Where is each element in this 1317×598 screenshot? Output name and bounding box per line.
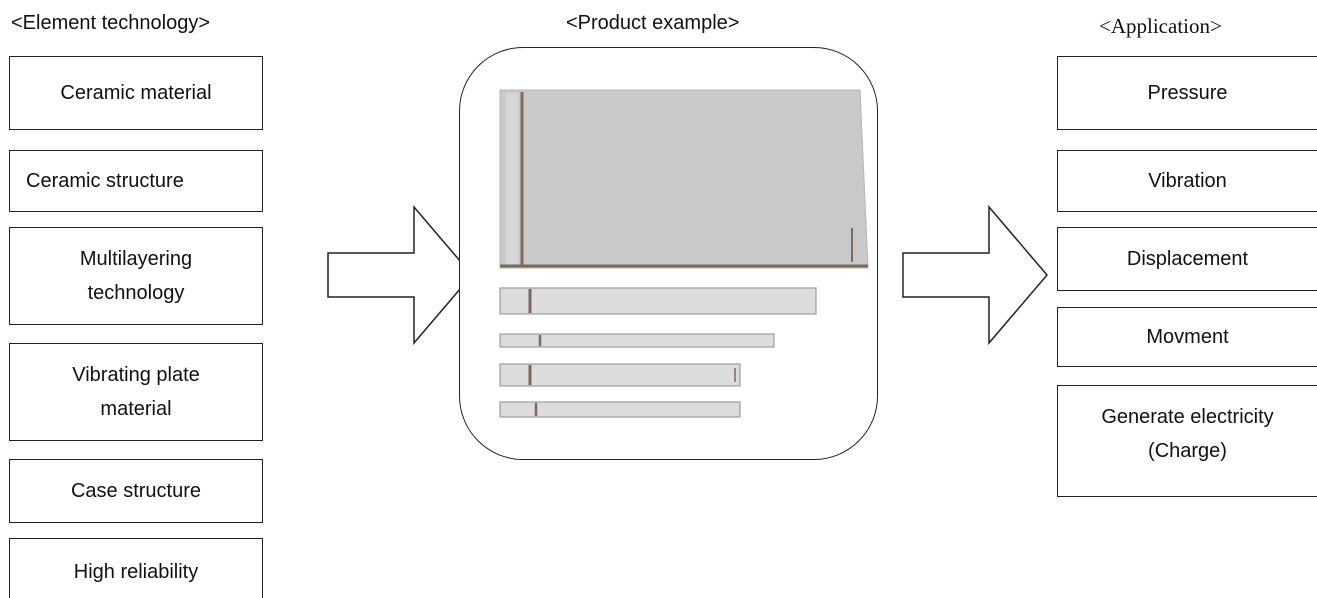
element-box-ceramic-structure: Ceramic structure (9, 150, 263, 212)
right-arrow-right (902, 205, 1048, 345)
application-box-pressure: Pressure (1057, 56, 1317, 130)
application-box-movement: Movment (1057, 307, 1317, 367)
right-arrow-left (327, 205, 473, 345)
element-box-high-reliability: High reliability (9, 538, 263, 598)
application-box-displacement: Displacement (1057, 227, 1317, 291)
application-box-generate-electricity: Generate electricity (Charge) (1057, 385, 1317, 497)
application-box-vibration: Vibration (1057, 150, 1317, 212)
element-box-multilayering-technology: Multilayering technology (9, 227, 263, 325)
heading-element-technology: <Element technology> (11, 12, 211, 34)
heading-product-example: <Product example> (566, 12, 740, 34)
element-box-ceramic-material: Ceramic material (9, 56, 263, 130)
element-box-case-structure: Case structure (9, 459, 263, 523)
element-box-vibrating-plate-material: Vibrating plate material (9, 343, 263, 441)
heading-application: <Application> (1099, 14, 1222, 38)
